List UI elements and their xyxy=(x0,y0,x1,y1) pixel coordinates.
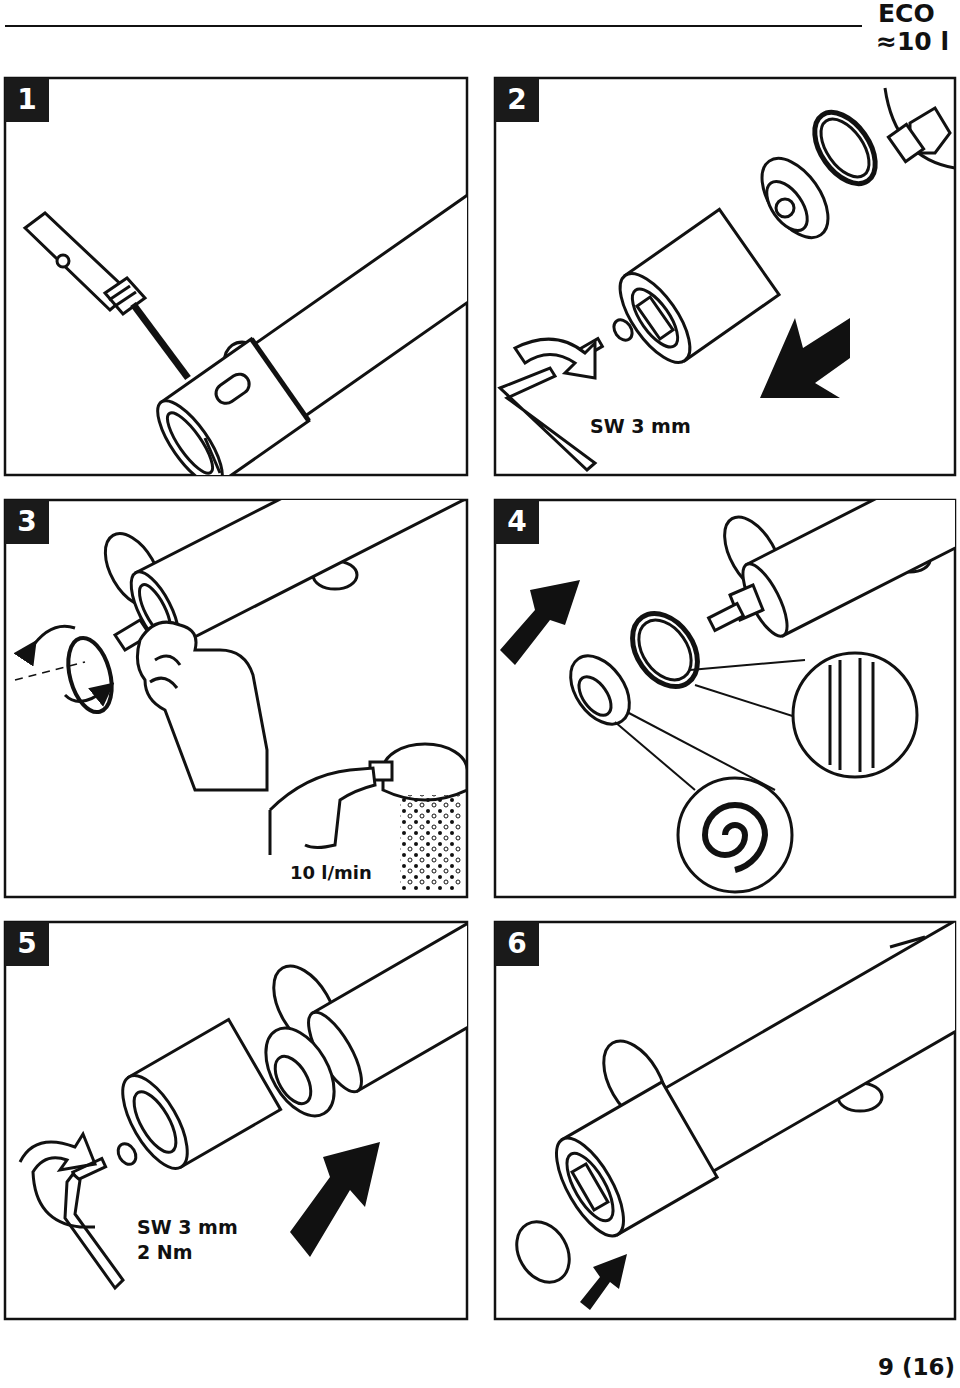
step-3-drawing xyxy=(15,400,513,890)
step-number: 6 xyxy=(495,922,539,966)
step-1-drawing xyxy=(25,155,571,494)
flow-rate: 10 l/min xyxy=(290,863,372,883)
step-4-drawing xyxy=(500,446,960,892)
torque-value: 2 Nm xyxy=(137,1242,193,1263)
step-number: 2 xyxy=(495,78,539,122)
step-number: 1 xyxy=(5,78,49,122)
step-2-drawing xyxy=(500,88,955,470)
step-number: 5 xyxy=(5,922,49,966)
page-number: 9 (16) xyxy=(878,1355,955,1380)
panel-frames xyxy=(5,78,955,1319)
step-5-drawing xyxy=(20,903,548,1288)
tool-size: SW 3 mm xyxy=(137,1217,238,1238)
product-name: ECO xyxy=(878,0,935,28)
step-number: 3 xyxy=(5,500,49,544)
header-rule xyxy=(5,26,862,27)
tool-size: SW 3 mm xyxy=(590,416,691,437)
step-6-drawing xyxy=(506,904,960,1310)
flow-rate-heading: ≈10 l xyxy=(876,28,949,56)
step-number: 4 xyxy=(495,500,539,544)
